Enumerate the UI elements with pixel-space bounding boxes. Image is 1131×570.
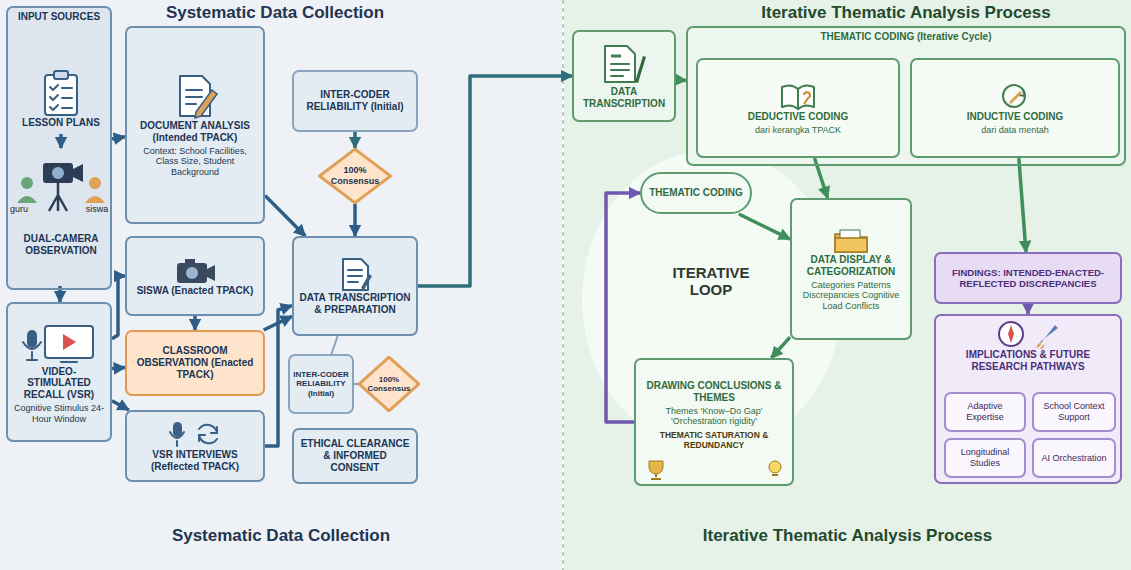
process-box: School Context Support: [1032, 392, 1116, 432]
connector-arrow: [353, 204, 357, 236]
process-box: DATA TRANSCRIPTION & PREPARATION: [292, 236, 418, 336]
process-box: VIDEO-STIMULATED RECALL (VSR)Cognitive S…: [6, 302, 112, 442]
node-heading: Longitudinal Studies: [950, 447, 1020, 468]
node-body: THEMATIC SATURATION & REDUNDANCY: [640, 430, 788, 450]
connector-arrow: [193, 316, 197, 330]
process-box: CLASSROOM OBSERVATION (Enacted TPACK): [125, 330, 265, 396]
process-box: VSR INTERVIEWS (Reflected TPACK): [125, 410, 265, 482]
process-box: DEDUCTIVE CODING dari kerangka TPACK: [696, 58, 900, 158]
node-heading: THEMATIC CODING (Iterative Cycle): [821, 31, 992, 43]
process-box: LESSON PLANS: [14, 34, 108, 134]
node-heading: DRAWING CONCLUSIONS & THEMES: [640, 380, 788, 404]
decision-diamond: 100% Consensus: [358, 356, 420, 412]
connector-arrow: [59, 134, 63, 148]
process-box: DUAL-CAMERA OBSERVATION: [10, 148, 112, 286]
node-heading: SISWA (Enacted TPACK): [137, 285, 254, 297]
node-body: Themes 'Know–Do Gap' 'Orchestration rigi…: [640, 406, 788, 427]
icon: [173, 255, 217, 285]
connector-arrow: [1026, 304, 1030, 314]
node-heading: ETHICAL CLEARANCE & INFORMED CONSENT: [298, 438, 412, 473]
icon: [19, 320, 99, 366]
role-label: guru: [4, 204, 34, 214]
process-box: DATA TRANSCRIPTION: [572, 30, 676, 122]
icon: [165, 419, 225, 449]
icon: [778, 81, 818, 111]
connector-arrow: [815, 158, 828, 198]
node-heading: INDUCTIVE CODING: [967, 111, 1064, 123]
process-box: Adaptive Expertise: [944, 392, 1026, 432]
decision-diamond: 100% Consensus: [318, 148, 392, 204]
process-pill: THEMATIC CODING: [640, 172, 752, 214]
process-box: SISWA (Enacted TPACK): [125, 236, 265, 316]
process-box: FINDINGS: INTENDED-ENACTED-REFLECTED DIS…: [934, 252, 1122, 304]
connector-arrow: [112, 276, 125, 339]
connector-arrow: [331, 336, 337, 354]
process-box: INTER-CODER RELIABILITY (Initial): [292, 70, 418, 132]
node-body: Cognitive Stimulus 24-Hour Window: [12, 403, 106, 424]
node-body: Categories Patterns Discrepancies Cognit…: [796, 280, 906, 312]
connector-arrow: [1019, 158, 1026, 252]
icon: [599, 42, 649, 86]
node-heading: INTER-CODER RELIABILITY (Initial): [298, 89, 412, 113]
process-box: INDUCTIVE CODING dari data mentah: [910, 58, 1120, 158]
node-heading: INPUT SOURCES: [18, 11, 100, 23]
section-title: Iterative Thematic Analysis Process: [564, 526, 1131, 546]
connector-arrow: [418, 76, 572, 286]
node-heading: DUAL-CAMERA OBSERVATION: [16, 233, 106, 257]
connector-arrow: [265, 195, 305, 236]
process-box: DRAWING CONCLUSIONS & THEMESThemes 'Know…: [634, 358, 794, 486]
node-heading: DATA TRANSCRIPTION: [578, 86, 670, 110]
node-heading: 100% Consensus: [366, 375, 412, 394]
icon: [831, 226, 871, 254]
node-heading: 100% Consensus: [326, 165, 384, 186]
node-heading: DEDUCTIVE CODING: [748, 111, 849, 123]
node-heading: VIDEO-STIMULATED RECALL (VSR): [12, 366, 106, 401]
node-heading: DOCUMENT ANALYSIS (Intended TPACK): [131, 120, 259, 144]
connector-arrow: [112, 137, 125, 139]
icon: [335, 256, 375, 292]
process-box: DOCUMENT ANALYSIS (Intended TPACK)Contex…: [125, 26, 265, 224]
icon: [997, 81, 1033, 111]
connector-arrow: [739, 214, 790, 239]
node-heading: DATA DISPLAY & CATEGORIZATION: [796, 254, 906, 278]
section-title: Systematic Data Collection: [0, 526, 562, 546]
node-heading: FINDINGS: INTENDED-ENACTED-REFLECTED DIS…: [940, 267, 1116, 289]
process-box: Longitudinal Studies: [944, 438, 1026, 478]
node-heading: IMPLICATIONS & FUTURE RESEARCH PATHWAYS: [940, 349, 1116, 373]
node-heading: VSR INTERVIEWS (Reflected TPACK): [131, 449, 259, 473]
node-heading: INTER-CODER RELIABILITY (Initial): [292, 370, 350, 398]
process-box: DATA DISPLAY & CATEGORIZATIONCategories …: [790, 198, 912, 340]
process-box: AI Orchestration: [1032, 438, 1116, 478]
node-heading: AI Orchestration: [1041, 453, 1106, 464]
node-heading: Adaptive Expertise: [950, 401, 1020, 422]
node-body: dari kerangka TPACK: [755, 125, 841, 136]
section-title: Iterative Thematic Analysis Process: [686, 3, 1126, 23]
section-title: Systematic Data Collection: [125, 3, 425, 23]
node-body: dari data mentah: [981, 125, 1049, 136]
process-box: INTER-CODER RELIABILITY (Initial): [288, 354, 354, 414]
connector-arrow: [676, 78, 686, 82]
connector-arrow: [771, 337, 790, 358]
connector-arrow: [112, 401, 129, 410]
process-box: ETHICAL CLEARANCE & INFORMED CONSENT: [292, 428, 418, 484]
loop-label: ITERATIVE LOOP: [652, 264, 770, 299]
icon: [993, 319, 1063, 349]
icon: [39, 69, 83, 117]
group-panel: IMPLICATIONS & FUTURE RESEARCH PATHWAYS A…: [934, 314, 1122, 484]
node-body: Context: School Facilities, Class Size, …: [131, 146, 259, 178]
icon: [639, 457, 789, 481]
group-panel: INPUT SOURCES LESSON PLANS DUAL-CAMERA OBS…: [6, 6, 112, 290]
connector-arrow: [353, 132, 357, 148]
connector-arrow: [112, 366, 125, 370]
node-heading: THEMATIC CODING: [649, 187, 743, 199]
node-heading: CLASSROOM OBSERVATION (Enacted TPACK): [131, 345, 259, 380]
node-heading: School Context Support: [1038, 401, 1110, 422]
node-heading: DATA TRANSCRIPTION & PREPARATION: [298, 292, 412, 316]
role-label: siswa: [80, 204, 114, 214]
icon: [172, 72, 218, 120]
group-panel: THEMATIC CODING (Iterative Cycle) DEDUCTI…: [686, 26, 1126, 166]
node-heading: LESSON PLANS: [22, 117, 100, 129]
